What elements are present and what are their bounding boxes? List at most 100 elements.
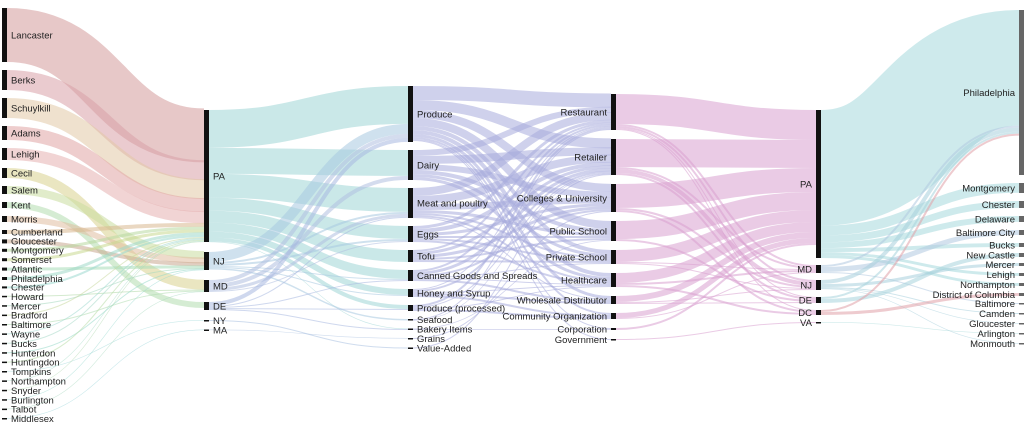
node-bar[interactable] <box>408 270 413 281</box>
flow-link[interactable] <box>615 139 817 168</box>
node-bar[interactable] <box>204 280 209 292</box>
flow-link[interactable] <box>412 119 612 229</box>
node-bar[interactable] <box>2 295 7 298</box>
node-bar[interactable] <box>408 188 413 218</box>
node-bar[interactable] <box>1019 273 1024 276</box>
flow-link[interactable] <box>6 222 205 234</box>
flow-link[interactable] <box>820 125 1020 267</box>
node-bar[interactable] <box>1019 313 1024 315</box>
flow-link[interactable] <box>412 126 612 254</box>
node-bar[interactable] <box>611 273 616 287</box>
node-bar[interactable] <box>204 329 209 332</box>
flow-link[interactable] <box>412 177 612 280</box>
flow-link[interactable] <box>208 85 409 148</box>
node-bar[interactable] <box>408 86 413 142</box>
node-bar[interactable] <box>816 322 821 324</box>
flow-link[interactable] <box>6 239 205 363</box>
flow-link[interactable] <box>6 320 205 372</box>
flow-link[interactable] <box>6 267 205 307</box>
node-bar[interactable] <box>611 339 616 341</box>
flow-link[interactable] <box>615 322 817 340</box>
node-bar[interactable] <box>611 250 616 264</box>
flow-link[interactable] <box>820 131 1020 299</box>
flow-link[interactable] <box>615 222 817 283</box>
node-bar[interactable] <box>2 216 7 222</box>
node-bar[interactable] <box>2 314 7 317</box>
node-bar[interactable] <box>2 186 7 194</box>
node-bar[interactable] <box>408 328 413 331</box>
flow-link[interactable] <box>6 240 205 381</box>
flow-link[interactable] <box>820 252 1020 276</box>
node-bar[interactable] <box>1019 10 1024 175</box>
node-bar[interactable] <box>2 380 7 382</box>
node-bar[interactable] <box>611 313 616 319</box>
flow-link[interactable] <box>615 232 817 302</box>
flow-link[interactable] <box>6 290 205 325</box>
flow-link[interactable] <box>615 272 817 319</box>
node-bar[interactable] <box>408 226 413 242</box>
node-bar[interactable] <box>2 248 7 252</box>
node-bar[interactable] <box>2 408 7 411</box>
node-bar[interactable] <box>2 361 7 364</box>
flow-link[interactable] <box>412 174 612 349</box>
node-bar[interactable] <box>408 319 413 321</box>
flow-link[interactable] <box>615 168 817 208</box>
flow-link[interactable] <box>412 285 612 293</box>
node-bar[interactable] <box>1019 283 1024 286</box>
flow-link[interactable] <box>208 210 409 262</box>
flow-link[interactable] <box>208 123 409 262</box>
flow-link[interactable] <box>6 239 205 267</box>
flow-link[interactable] <box>412 86 612 108</box>
flow-link[interactable] <box>6 241 205 391</box>
flow-link[interactable] <box>6 289 205 297</box>
flow-link[interactable] <box>6 186 205 260</box>
flow-link[interactable] <box>6 229 205 262</box>
node-bar[interactable] <box>1019 243 1024 247</box>
flow-link[interactable] <box>820 242 1020 253</box>
flow-link[interactable] <box>6 70 205 181</box>
flow-link[interactable] <box>615 210 817 262</box>
flow-link[interactable] <box>820 263 1020 287</box>
flow-link[interactable] <box>412 154 612 204</box>
flow-link[interactable] <box>412 309 612 319</box>
flow-link[interactable] <box>6 126 205 213</box>
flow-link[interactable] <box>820 322 1020 334</box>
node-bar[interactable] <box>1019 333 1024 335</box>
flow-link[interactable] <box>412 137 612 315</box>
node-bar[interactable] <box>408 338 413 340</box>
flow-link[interactable] <box>412 106 612 156</box>
flow-link[interactable] <box>412 172 612 308</box>
flow-link[interactable] <box>615 243 817 330</box>
flow-link[interactable] <box>208 266 409 280</box>
flow-link[interactable] <box>412 100 612 149</box>
flow-link[interactable] <box>208 279 409 308</box>
node-bar[interactable] <box>611 139 616 175</box>
node-bar[interactable] <box>408 347 413 350</box>
node-bar[interactable] <box>2 70 7 90</box>
node-bar[interactable] <box>2 148 7 160</box>
node-bar[interactable] <box>816 110 821 258</box>
flow-link[interactable] <box>412 209 612 277</box>
flow-link[interactable] <box>6 269 205 400</box>
node-bar[interactable] <box>816 310 821 315</box>
flow-link[interactable] <box>412 165 612 255</box>
flow-link[interactable] <box>412 238 612 260</box>
flow-link[interactable] <box>6 237 205 316</box>
node-bar[interactable] <box>1019 323 1024 325</box>
node-bar[interactable] <box>1019 183 1024 193</box>
node-bar[interactable] <box>1019 263 1024 266</box>
flow-link[interactable] <box>412 168 612 275</box>
flow-link[interactable] <box>6 148 205 224</box>
flow-link[interactable] <box>820 287 1020 314</box>
flow-link[interactable] <box>820 127 1020 284</box>
node-bar[interactable] <box>1019 216 1024 222</box>
node-bar[interactable] <box>2 98 7 118</box>
flow-link[interactable] <box>820 133 1020 312</box>
node-bar[interactable] <box>2 230 7 234</box>
node-bar[interactable] <box>816 265 821 273</box>
flow-link[interactable] <box>208 137 409 306</box>
node-bar[interactable] <box>2 126 7 140</box>
flow-link[interactable] <box>615 238 817 318</box>
flow-link[interactable] <box>412 279 612 302</box>
node-bar[interactable] <box>2 324 7 326</box>
